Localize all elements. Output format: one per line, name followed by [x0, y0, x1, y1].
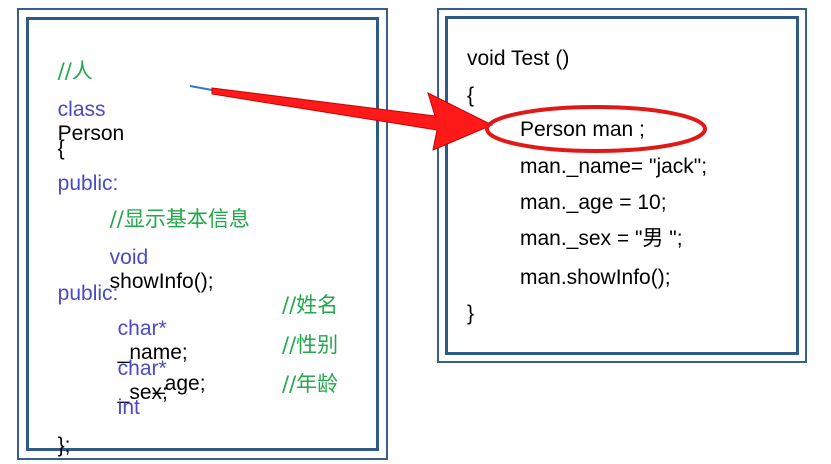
method-name: showInfo(); — [109, 270, 214, 293]
open-brace-text: { — [57, 137, 65, 160]
char-keyword-2: char* — [117, 357, 167, 380]
field-sex: _sex; — [117, 381, 168, 404]
assign-age-line: man._age = 10; — [520, 191, 667, 214]
field-age-line: int — [106, 372, 140, 420]
field-name: _name; — [117, 341, 188, 364]
comment-name: //姓名 — [282, 293, 339, 317]
class-open-brace: { — [46, 113, 65, 161]
class-name: Person — [57, 122, 125, 145]
field-sex-line: char* _sex; — [106, 333, 168, 405]
test-function-panel — [445, 16, 799, 355]
comment-sex: //性别 — [282, 333, 339, 357]
object-declaration: Person man ; — [520, 118, 645, 141]
class-close-brace: }; — [46, 410, 71, 458]
void-keyword: void — [109, 246, 149, 269]
test-open-brace: { — [467, 84, 475, 107]
test-close-brace: } — [467, 302, 475, 325]
public-keyword-1: public: — [57, 172, 119, 195]
public-keyword-2: public: — [57, 282, 119, 305]
public-section-1: public: — [46, 148, 119, 196]
comment-person-line: //人 — [46, 35, 93, 84]
field-name-line: char* _name; — [106, 293, 188, 365]
field-age: _age; — [153, 372, 206, 395]
comment-age: //年龄 — [282, 372, 339, 396]
public-section-2: public: — [46, 258, 119, 306]
int-keyword: int — [117, 396, 140, 419]
assign-sex-line: man._sex = "男 "; — [520, 227, 683, 250]
method-declaration-line: void showInfo(); — [98, 222, 214, 294]
comment-show-line: //显示基本信息 — [98, 183, 250, 232]
close-brace-text: }; — [57, 434, 71, 457]
class-keyword: class — [57, 98, 106, 121]
class-declaration-line: class Person — [46, 74, 125, 146]
comment-person: //人 — [57, 59, 93, 83]
test-signature: void Test () — [467, 47, 570, 70]
call-show-line: man.showInfo(); — [520, 266, 671, 289]
comment-show: //显示基本信息 — [109, 207, 250, 231]
char-keyword-1: char* — [117, 317, 167, 340]
assign-name-line: man._name= "jack"; — [520, 155, 708, 178]
